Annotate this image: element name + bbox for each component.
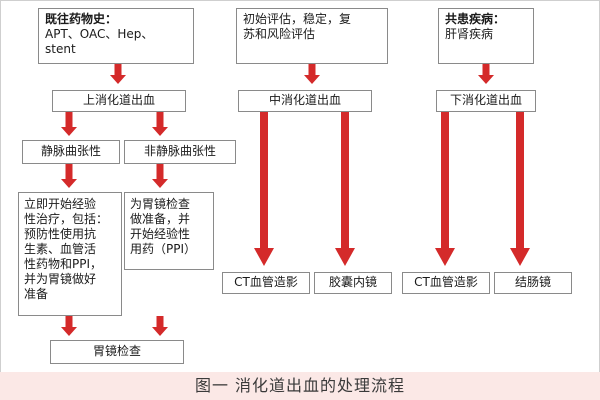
arrow-upper-to-nonvariceal	[152, 112, 168, 136]
arrow-middle-to-ct	[254, 112, 274, 266]
lower-gi-bleeding-box: 下消化道出血	[436, 90, 536, 112]
arrow-ppi-to-gastroscopy	[152, 316, 168, 336]
empiric-line: 性治疗，包括：	[24, 212, 109, 226]
comorbidity-title: 共患疾病：	[445, 12, 506, 26]
empiric-line: 准备	[24, 287, 49, 301]
nonvariceal-box: 非静脉曲张性	[124, 140, 236, 164]
gastroscopy-box: 胃镜检查	[50, 340, 184, 364]
ct-angiography-lower-box: CT血管造影	[402, 272, 490, 294]
empiric-line: 生素、血管活	[24, 242, 97, 256]
history-line: APT、OAC、Hep、	[45, 27, 154, 41]
figure-caption: 图一 消化道出血的处理流程	[0, 372, 600, 400]
arrow-variceal-to-empiric	[61, 164, 77, 188]
middle-gi-bleeding-box: 中消化道出血	[238, 90, 372, 112]
arrow-assessment-to-middle	[304, 64, 320, 84]
gastroscopy-label: 胃镜检查	[92, 344, 141, 358]
arrow-history-to-upper	[110, 64, 126, 84]
ppi-line: 做准备，并	[130, 212, 191, 226]
empiric-line: 立即开始经验	[24, 197, 97, 211]
history-box: 既往药物史： APT、OAC、Hep、 stent	[38, 8, 194, 64]
ct-angiography-label: CT血管造影	[234, 275, 298, 289]
empiric-line: 性药物和PPI，	[24, 257, 103, 271]
ppi-line: 用药（PPI）	[130, 242, 197, 256]
colonoscopy-label: 结肠镜	[514, 275, 551, 289]
capsule-endoscopy-label: 胶囊内镜	[328, 275, 377, 289]
arrow-comorbidity-to-lower	[478, 64, 494, 84]
arrow-middle-to-capsule	[335, 112, 355, 266]
comorbidity-line: 肝肾疾病	[445, 27, 494, 41]
variceal-label: 静脉曲张性	[40, 144, 101, 158]
comorbidity-box: 共患疾病： 肝肾疾病	[438, 8, 534, 64]
empiric-line: 预防性使用抗	[24, 227, 97, 241]
upper-gi-label: 上消化道出血	[82, 93, 155, 107]
assessment-line: 初始评估，稳定，复	[243, 12, 352, 26]
nonvariceal-label: 非静脉曲张性	[143, 144, 216, 158]
lower-gi-label: 下消化道出血	[449, 93, 522, 107]
ppi-line: 为胃镜检查	[130, 197, 191, 211]
ppi-prep-box: 为胃镜检查 做准备，并 开始经验性 用药（PPI）	[124, 192, 214, 270]
assessment-box: 初始评估，稳定，复 苏和风险评估	[236, 8, 388, 64]
history-line: stent	[45, 42, 76, 56]
upper-gi-bleeding-box: 上消化道出血	[52, 90, 186, 112]
capsule-endoscopy-box: 胶囊内镜	[314, 272, 392, 294]
middle-gi-label: 中消化道出血	[268, 93, 341, 107]
arrow-lower-to-colonoscopy	[510, 112, 530, 266]
arrow-upper-to-variceal	[61, 112, 77, 136]
ppi-line: 开始经验性	[130, 227, 191, 241]
empiric-line: 并为胃镜做好	[24, 272, 97, 286]
variceal-box: 静脉曲张性	[22, 140, 120, 164]
arrow-empiric-to-gastroscopy	[61, 316, 77, 336]
ct-angiography-label: CT血管造影	[414, 275, 478, 289]
arrow-lower-to-ct	[435, 112, 455, 266]
assessment-line: 苏和风险评估	[243, 27, 316, 41]
ct-angiography-mid-box: CT血管造影	[222, 272, 310, 294]
arrow-nonvariceal-to-ppi	[152, 164, 168, 188]
empiric-therapy-box: 立即开始经验 性治疗，包括： 预防性使用抗 生素、血管活 性药物和PPI， 并为…	[18, 192, 122, 316]
colonoscopy-box: 结肠镜	[494, 272, 572, 294]
history-title: 既往药物史：	[45, 12, 118, 26]
